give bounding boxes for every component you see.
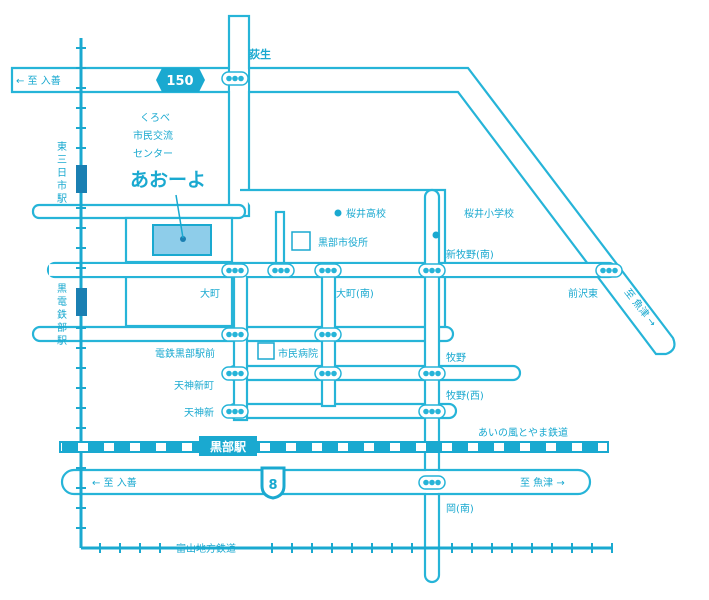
signal-hospital-north (314, 327, 342, 342)
road-tenjin-shinmachi (226, 364, 522, 382)
omachi-minami-label: 大町(南) (336, 287, 374, 300)
signal-oka-minami (418, 475, 446, 490)
kurobe-center-line3: センター (133, 148, 173, 160)
vlabel1-text: 東三日市駅 (57, 140, 67, 205)
sakurai-high-label: 桜井高校 (346, 207, 386, 220)
ekimae-road (232, 268, 249, 422)
city-hall-label: 黒部市役所 (318, 236, 368, 249)
parcel-omachi (124, 274, 234, 328)
kurobe-dentetsu-station-marker (76, 288, 87, 316)
aoyo-pointer-line (175, 194, 184, 239)
kurobe-center-line1: くろべ (140, 113, 170, 124)
toyama-chiho-label: 富山地方鉄道 (176, 542, 236, 555)
ogyu-road (227, 14, 251, 218)
traffic-signals (221, 71, 623, 490)
higashi-mikkaichi-station-marker (76, 165, 87, 193)
rail-ticks-horizontal (99, 543, 613, 553)
to-nyuzen-top-label: ← 至 入善 (16, 74, 61, 87)
makino-nishi-label: 牧野(西) (446, 389, 484, 402)
signal-makino-nishi (418, 404, 446, 419)
kurobe-dentetsu-station-label: 黒電鉄部駅 (57, 283, 67, 347)
signal-cityhall (267, 263, 295, 278)
signal-dentetsu-ekimae (221, 327, 249, 342)
to-uozu-bottom-label: 至 魚津 → (520, 476, 565, 489)
omachi-label: 大町 (200, 287, 220, 300)
mae-sawa-higashi-label: 前沢東 (568, 287, 598, 300)
vlabel2-text: 黒電鉄部駅 (57, 283, 67, 347)
makino-label: 牧野 (446, 351, 466, 364)
dentetsu-ekimae-label: 電鉄黒部駅前 (155, 347, 215, 360)
kurobe-station-label: 黒部駅 (210, 439, 247, 454)
signal-mae-sawa-higashi (595, 263, 623, 278)
route-150-label: 150 (166, 74, 193, 89)
city-hospital-icon (257, 342, 275, 360)
sakurai-elementary-dot (432, 231, 440, 239)
kurobe-center-line2: 市民交流 (133, 129, 173, 142)
route-8-label: 8 (268, 478, 277, 493)
tenjin-shinmachi-label: 天神新町 (174, 379, 214, 392)
signal-makino (418, 366, 446, 381)
route-8-road (60, 468, 592, 496)
ogyu-label: 荻生 (249, 47, 271, 61)
city-hall-icon (291, 231, 311, 251)
central-block-road (240, 188, 447, 332)
signal-ogyu (221, 71, 249, 86)
sakurai-high-dot (334, 209, 342, 217)
signal-shin-makino-minami (418, 263, 446, 278)
rail-ticks-vertical (76, 47, 86, 529)
signal-tenjin-shin (221, 404, 249, 419)
signal-hospital-south (314, 366, 342, 381)
to-nyuzen-bottom-label: ← 至 入善 (92, 476, 137, 489)
city-hospital-label: 市民病院 (278, 347, 318, 360)
signal-omachi (221, 263, 249, 278)
route-8-shield (260, 466, 286, 500)
west-road (31, 203, 247, 220)
tenjin-shin-label: 天神新 (184, 406, 214, 419)
kurobe-station-box (199, 436, 257, 456)
aoyo-title: あおーよ (130, 169, 206, 191)
makino-road (423, 188, 441, 584)
higashi-mikkaichi-station-label: 東三日市駅 (57, 140, 67, 205)
aoyo-location-dot (180, 236, 186, 242)
ainokaze-label: あいの風とやま鉄道 (478, 426, 568, 439)
signal-omachi-minami (314, 263, 342, 278)
oka-minami-label: 岡(南) (446, 502, 474, 515)
shin-makino-minami-label: 新牧野(南) (446, 248, 494, 261)
cityhall-lane (274, 210, 286, 272)
signal-tenjin-shinmachi (221, 366, 249, 381)
route-150-shield (156, 68, 205, 92)
sakurai-elementary-label: 桜井小学校 (464, 207, 514, 220)
